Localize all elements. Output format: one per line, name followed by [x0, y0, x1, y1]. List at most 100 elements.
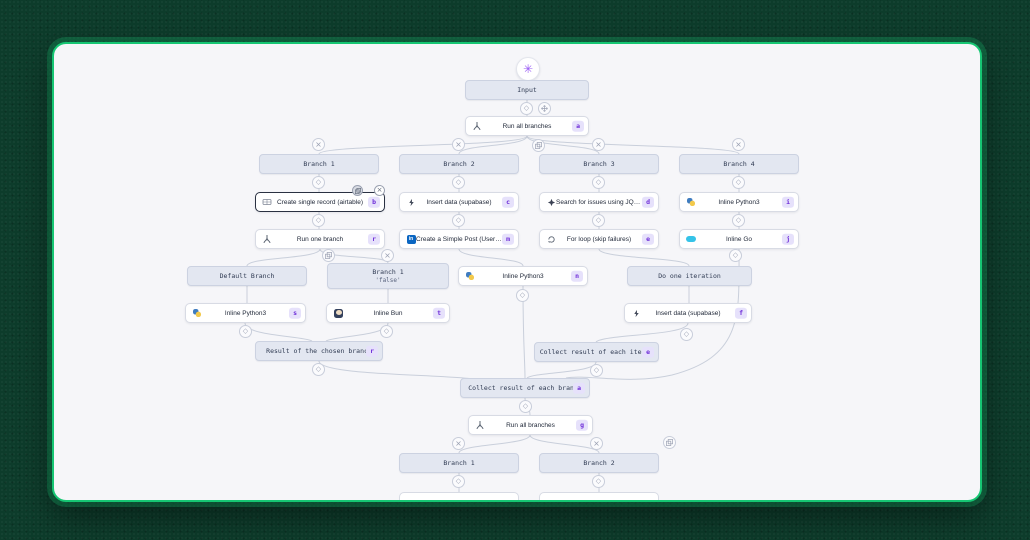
node-inline-go[interactable]: Inline Go j	[679, 229, 799, 249]
step-id-badge: a	[573, 382, 585, 394]
python-icon	[686, 197, 696, 207]
node-label: Insert data (supabase)	[426, 198, 492, 206]
node-inline-python-mid[interactable]: Inline Python3 n	[458, 266, 588, 286]
insert-step-icon[interactable]	[680, 328, 693, 341]
insert-step-icon[interactable]	[519, 400, 532, 413]
insert-step-icon[interactable]	[520, 102, 533, 115]
branch-label: Branch 2	[583, 459, 615, 467]
branch-label: Default Branch	[219, 272, 275, 280]
insert-step-icon[interactable]	[452, 214, 465, 227]
move-icon[interactable]	[538, 102, 551, 115]
step-id-badge: c	[502, 196, 514, 208]
close-icon[interactable]	[590, 437, 603, 450]
node-label: Search for issues using JQL (...	[556, 198, 647, 206]
insert-step-icon[interactable]	[732, 176, 745, 189]
step-id-badge: s	[289, 307, 301, 319]
insert-step-icon[interactable]	[452, 475, 465, 488]
branch-label: Collect result of each branch	[468, 384, 582, 392]
copy-icon[interactable]	[352, 185, 363, 196]
node-label: Run all branches	[502, 122, 552, 130]
loop-icon	[546, 234, 556, 244]
close-icon[interactable]	[732, 138, 745, 151]
branch-header-default[interactable]: Default Branch	[187, 266, 307, 286]
node-label: Run all branches	[506, 421, 555, 429]
node-label: Create a Simple Post (User) (...	[416, 235, 507, 243]
close-icon[interactable]	[452, 138, 465, 151]
insert-step-icon[interactable]	[380, 325, 393, 338]
add-branch-icon[interactable]	[322, 249, 335, 262]
node-jira-search-issues[interactable]: Search for issues using JQL (... d	[539, 192, 659, 212]
close-icon[interactable]	[374, 185, 385, 196]
bun-icon	[333, 308, 343, 318]
node-label: For loop (skip failures)	[566, 235, 632, 243]
insert-step-icon[interactable]	[312, 176, 325, 189]
close-icon[interactable]	[452, 437, 465, 450]
branch-fork-icon	[475, 420, 485, 430]
node-run-all-branches-top[interactable]: Run all branches a	[465, 116, 589, 136]
insert-step-icon[interactable]	[516, 289, 529, 302]
node-label: Inline Python3	[718, 198, 760, 206]
insert-step-icon[interactable]	[239, 325, 252, 338]
python-icon	[192, 308, 202, 318]
node-supabase-insert-1[interactable]: Insert data (supabase) c	[399, 192, 519, 212]
node-run-all-branches-bottom[interactable]: Run all branches g	[468, 415, 593, 435]
node-for-loop[interactable]: For loop (skip failures) e	[539, 229, 659, 249]
step-id-badge: e	[642, 233, 654, 245]
clipped-node	[539, 492, 659, 500]
node-inline-python-branch4[interactable]: Inline Python3 i	[679, 192, 799, 212]
go-icon	[686, 234, 696, 244]
node-airtable-create-record[interactable]: Create single record (airtable) b	[255, 192, 385, 212]
linkedin-icon-text: in	[406, 234, 416, 244]
insert-step-icon[interactable]	[592, 214, 605, 227]
node-run-one-branch[interactable]: Run one branch r	[255, 229, 385, 249]
step-id-badge: i	[782, 196, 794, 208]
insert-step-icon[interactable]	[312, 363, 325, 376]
loop-iteration-header[interactable]: Do one iteration	[627, 266, 752, 286]
insert-step-icon[interactable]	[312, 214, 325, 227]
node-inline-bun[interactable]: Inline Bun t	[326, 303, 450, 323]
node-input[interactable]: Input	[465, 80, 589, 100]
flow-canvas[interactable]: ✳ Input Run all branches a Branch 1 Bran…	[54, 44, 980, 500]
close-icon[interactable]	[312, 138, 325, 151]
branch-header-2[interactable]: Branch 2	[399, 154, 519, 174]
branchone-result-header[interactable]: Result of the chosen branch r	[255, 341, 383, 361]
insert-step-icon[interactable]	[732, 214, 745, 227]
step-id-badge: r	[368, 233, 380, 245]
close-icon[interactable]	[592, 138, 605, 151]
insert-step-icon[interactable]	[452, 176, 465, 189]
step-id-badge: b	[368, 196, 380, 208]
node-supabase-insert-2[interactable]: Insert data (supabase) f	[624, 303, 752, 323]
branch-label: Do one iteration	[658, 272, 721, 280]
add-branch-icon[interactable]	[532, 139, 545, 152]
insert-step-icon[interactable]	[590, 364, 603, 377]
close-icon[interactable]	[381, 249, 394, 262]
branch-header-bottom-1[interactable]: Branch 1	[399, 453, 519, 473]
branch-header-1-false[interactable]: Branch 1 'false'	[327, 263, 449, 289]
step-id-badge: a	[572, 120, 584, 132]
node-label: Inline Python3	[224, 309, 267, 317]
step-id-badge: g	[576, 419, 588, 431]
branch-label: Branch 3	[583, 160, 615, 168]
supabase-bolt-icon	[406, 197, 416, 207]
node-inline-python-default[interactable]: Inline Python3 s	[185, 303, 306, 323]
airtable-icon	[262, 197, 272, 207]
branch-label: Branch 1	[303, 160, 335, 168]
branch-header-4[interactable]: Branch 4	[679, 154, 799, 174]
branch-label: Collect result of each iterat	[539, 348, 654, 356]
insert-step-icon[interactable]	[592, 475, 605, 488]
node-linkedin-create-post[interactable]: in Create a Simple Post (User) (... m	[399, 229, 519, 249]
insert-step-icon[interactable]	[729, 249, 742, 262]
branch-header-bottom-2[interactable]: Branch 2	[539, 453, 659, 473]
loop-collect-header[interactable]: Collect result of each iterat e	[534, 342, 659, 362]
branch-header-3[interactable]: Branch 3	[539, 154, 659, 174]
node-label: Insert data (supabase)	[655, 309, 721, 317]
branchall-collect-header[interactable]: Collect result of each branch a	[460, 378, 590, 398]
insert-step-icon[interactable]	[592, 176, 605, 189]
branch-fork-icon	[262, 234, 272, 244]
branch-label: Branch 1	[372, 268, 404, 276]
branch-label: Branch 4	[723, 160, 755, 168]
step-id-badge: e	[642, 346, 654, 358]
step-id-badge: j	[782, 233, 794, 245]
add-branch-icon[interactable]	[663, 436, 676, 449]
branch-header-1[interactable]: Branch 1	[259, 154, 379, 174]
